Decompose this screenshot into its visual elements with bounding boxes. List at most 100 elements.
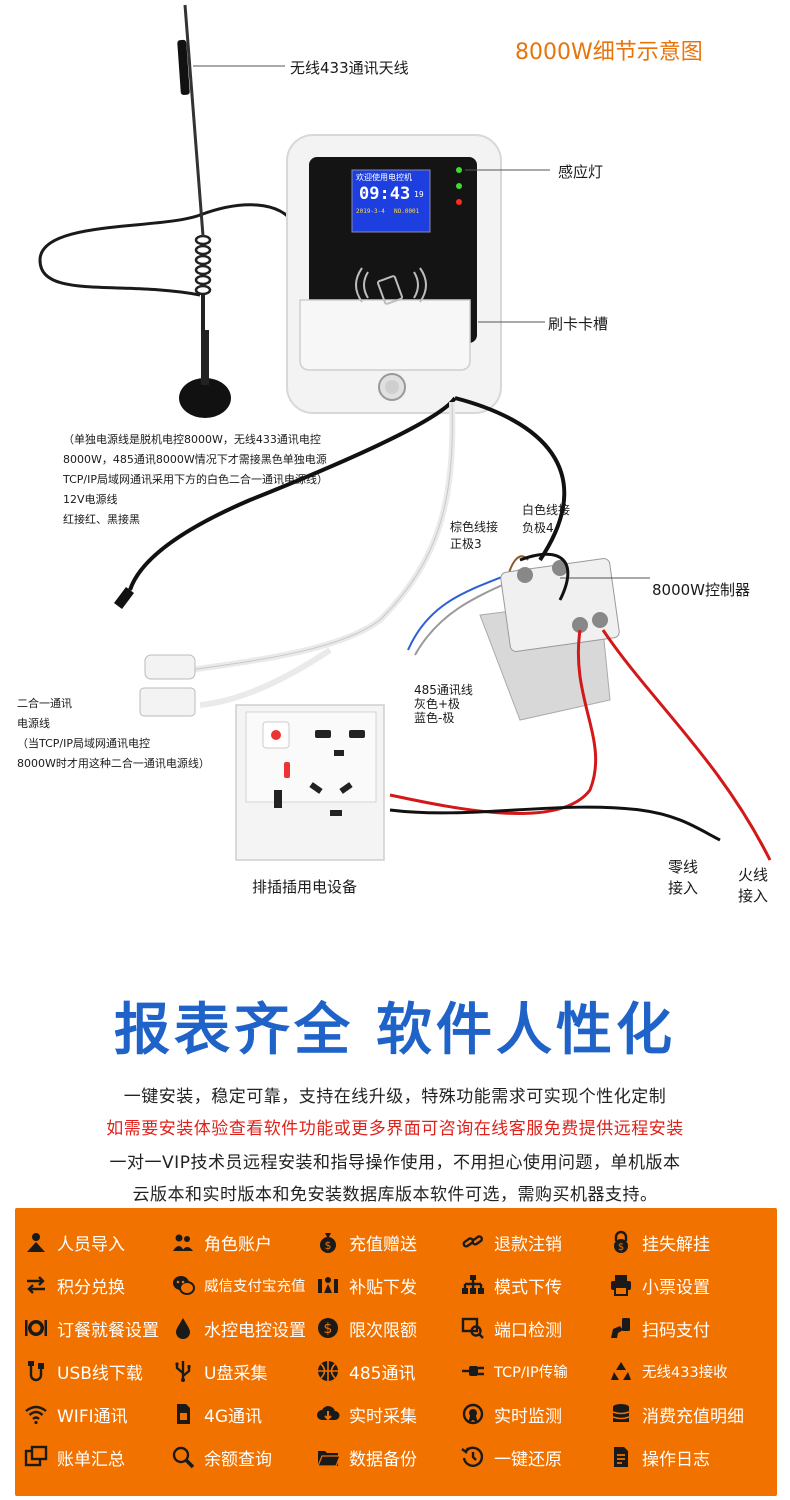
feature-label: 充值赠送 <box>349 1234 417 1255</box>
feature-label: U盘采集 <box>204 1363 268 1384</box>
headline-part-2: 软件人性化 <box>376 998 676 1063</box>
exchange-icon <box>23 1272 49 1298</box>
combo-connector-2 <box>139 687 196 717</box>
led-red <box>456 199 462 205</box>
combo-label-1: 二合一通讯 <box>17 697 72 710</box>
live-label-2: 接入 <box>738 887 769 905</box>
feature-label: 操作日志 <box>642 1449 710 1470</box>
printer-icon <box>608 1272 634 1298</box>
feature-label: 订餐就餐设置 <box>57 1320 159 1341</box>
combo-label-3: （当TCP/IP局域网通讯电控 <box>17 737 150 750</box>
feature-label: USB线下载 <box>57 1363 143 1384</box>
nfc-icon <box>355 267 427 303</box>
feature-item: 4G通讯 <box>170 1397 262 1431</box>
feature-label: 挂失解挂 <box>642 1234 710 1255</box>
label-antenna: 无线433通讯天线 <box>290 59 409 77</box>
feature-item: 操作日志 <box>608 1440 710 1474</box>
feature-item: 实时监测 <box>460 1397 562 1431</box>
rs485-label-2: 灰色+极 <box>414 697 461 711</box>
windows-icon <box>23 1444 49 1470</box>
feature-label: 威信支付宝充值 <box>204 1278 306 1295</box>
feature-label: 485通讯 <box>349 1363 416 1384</box>
headline: 报表齐全软件人性化 <box>0 985 790 1066</box>
usb-cable-icon <box>23 1358 49 1384</box>
feature-item: 消费充值明细 <box>608 1397 744 1431</box>
headline-part-1: 报表齐全 <box>114 998 354 1063</box>
feature-item: 订餐就餐设置 <box>23 1311 159 1345</box>
brown-wire-label-1: 棕色线接 <box>450 520 499 534</box>
money-bag-icon: $ <box>315 1229 341 1255</box>
label-card-slot: 刷卡卡槽 <box>548 315 609 333</box>
document-icon <box>608 1444 634 1470</box>
feature-label: 账单汇总 <box>57 1449 125 1470</box>
feature-item: WIFI通讯 <box>23 1397 128 1431</box>
card-slot <box>299 299 471 371</box>
white-wire-label-1: 白色线接 <box>522 503 571 517</box>
feature-label: 退款注销 <box>494 1234 562 1255</box>
feature-item: 数据备份 <box>315 1440 417 1474</box>
monitor-badge-icon <box>460 1401 486 1427</box>
feature-item: 小票设置 <box>608 1268 710 1302</box>
usb-symbol-icon <box>170 1358 196 1384</box>
led-green-2 <box>456 183 462 189</box>
antenna-coil <box>194 234 212 296</box>
feature-label: 实时采集 <box>349 1406 417 1427</box>
description-line-1: 一键安装，稳定可靠，支持在线升级，特殊功能需求可实现个性化定制 <box>123 1087 667 1107</box>
feature-label: 实时监测 <box>494 1406 562 1427</box>
feature-item: 485通讯 <box>315 1354 415 1388</box>
feature-label: 扫码支付 <box>642 1320 710 1341</box>
neutral-label-2: 接入 <box>668 879 699 897</box>
people-icon <box>170 1229 196 1255</box>
svg-text:$: $ <box>325 1239 332 1252</box>
basketball-icon <box>315 1358 341 1384</box>
plug-icon <box>460 1358 486 1384</box>
feature-item: 扫码支付 <box>608 1311 710 1345</box>
feature-item: 一键还原 <box>460 1440 562 1474</box>
device-screen <box>351 169 431 233</box>
feature-item: 水控电控设置 <box>170 1311 306 1345</box>
description-line-4: 云版本和实时版本和免安装数据库版本软件可选，需购买机器支持。 <box>132 1185 658 1205</box>
screen-date: 2019-3-4 <box>356 208 385 215</box>
folder-backup-icon <box>315 1444 341 1470</box>
feature-item: $限次限额 <box>315 1311 417 1345</box>
feature-item: 账单汇总 <box>23 1440 125 1474</box>
product-diagram: 8000W细节示意图 欢迎使用电控机 09:43 19 2019-3-4 NO.… <box>17 4 772 905</box>
rs485-label-3: 蓝色-极 <box>414 711 455 725</box>
power-note-3: TCP/IP局域网通讯采用下方的白色二合一通讯电源线） <box>63 473 328 486</box>
description-line-2: 如需要安装体验查看软件功能或更多界面可咨询在线客服免费提供远程安装 <box>106 1119 684 1139</box>
water-drop-icon <box>170 1315 196 1341</box>
power-note-4: 12V电源线 <box>63 493 118 506</box>
feature-item: 退款注销 <box>460 1225 562 1259</box>
scan-hand-icon <box>608 1315 634 1341</box>
restore-clock-icon <box>460 1444 486 1470</box>
svg-text:$: $ <box>324 1321 333 1337</box>
wifi-icon <box>23 1401 49 1427</box>
feature-label: 模式下传 <box>494 1277 562 1298</box>
rs485-label-1: 485通讯线 <box>414 683 473 697</box>
combo-connector-1 <box>144 654 196 680</box>
feature-item: U盘采集 <box>170 1354 267 1388</box>
dollar-circle-icon: $ <box>315 1315 341 1341</box>
live-label-1: 火线 <box>738 866 769 884</box>
link-icon <box>460 1229 486 1255</box>
label-socket: 排插插用电设备 <box>252 878 358 896</box>
feature-panel: 人员导入角色账户$充值赠送退款注销$挂失解挂积分兑换威信支付宝充值补贴下发模式下… <box>15 1208 777 1496</box>
feature-item: 实时采集 <box>315 1397 417 1431</box>
feature-item: $ 充值赠送 <box>315 1225 417 1259</box>
feature-label: 4G通讯 <box>204 1406 262 1427</box>
feature-label: 角色账户 <box>204 1234 272 1255</box>
feature-item: 模式下传 <box>460 1268 562 1302</box>
dining-icon <box>23 1315 49 1341</box>
label-controller: 8000W控制器 <box>652 581 751 599</box>
padlock-icon: $ <box>608 1229 634 1255</box>
feature-label: 人员导入 <box>57 1234 125 1255</box>
neutral-label-1: 零线 <box>668 858 699 876</box>
feature-label: 端口检测 <box>494 1320 562 1341</box>
white-wire-label-2: 负极4 <box>522 521 554 535</box>
feature-item: 无线433接收 <box>608 1354 728 1388</box>
sim-card-icon <box>170 1401 196 1427</box>
recycle-icon <box>608 1358 634 1384</box>
antenna-rod <box>183 4 205 237</box>
users-icon <box>23 1229 49 1255</box>
brown-wire-label-2: 正极3 <box>450 537 482 551</box>
